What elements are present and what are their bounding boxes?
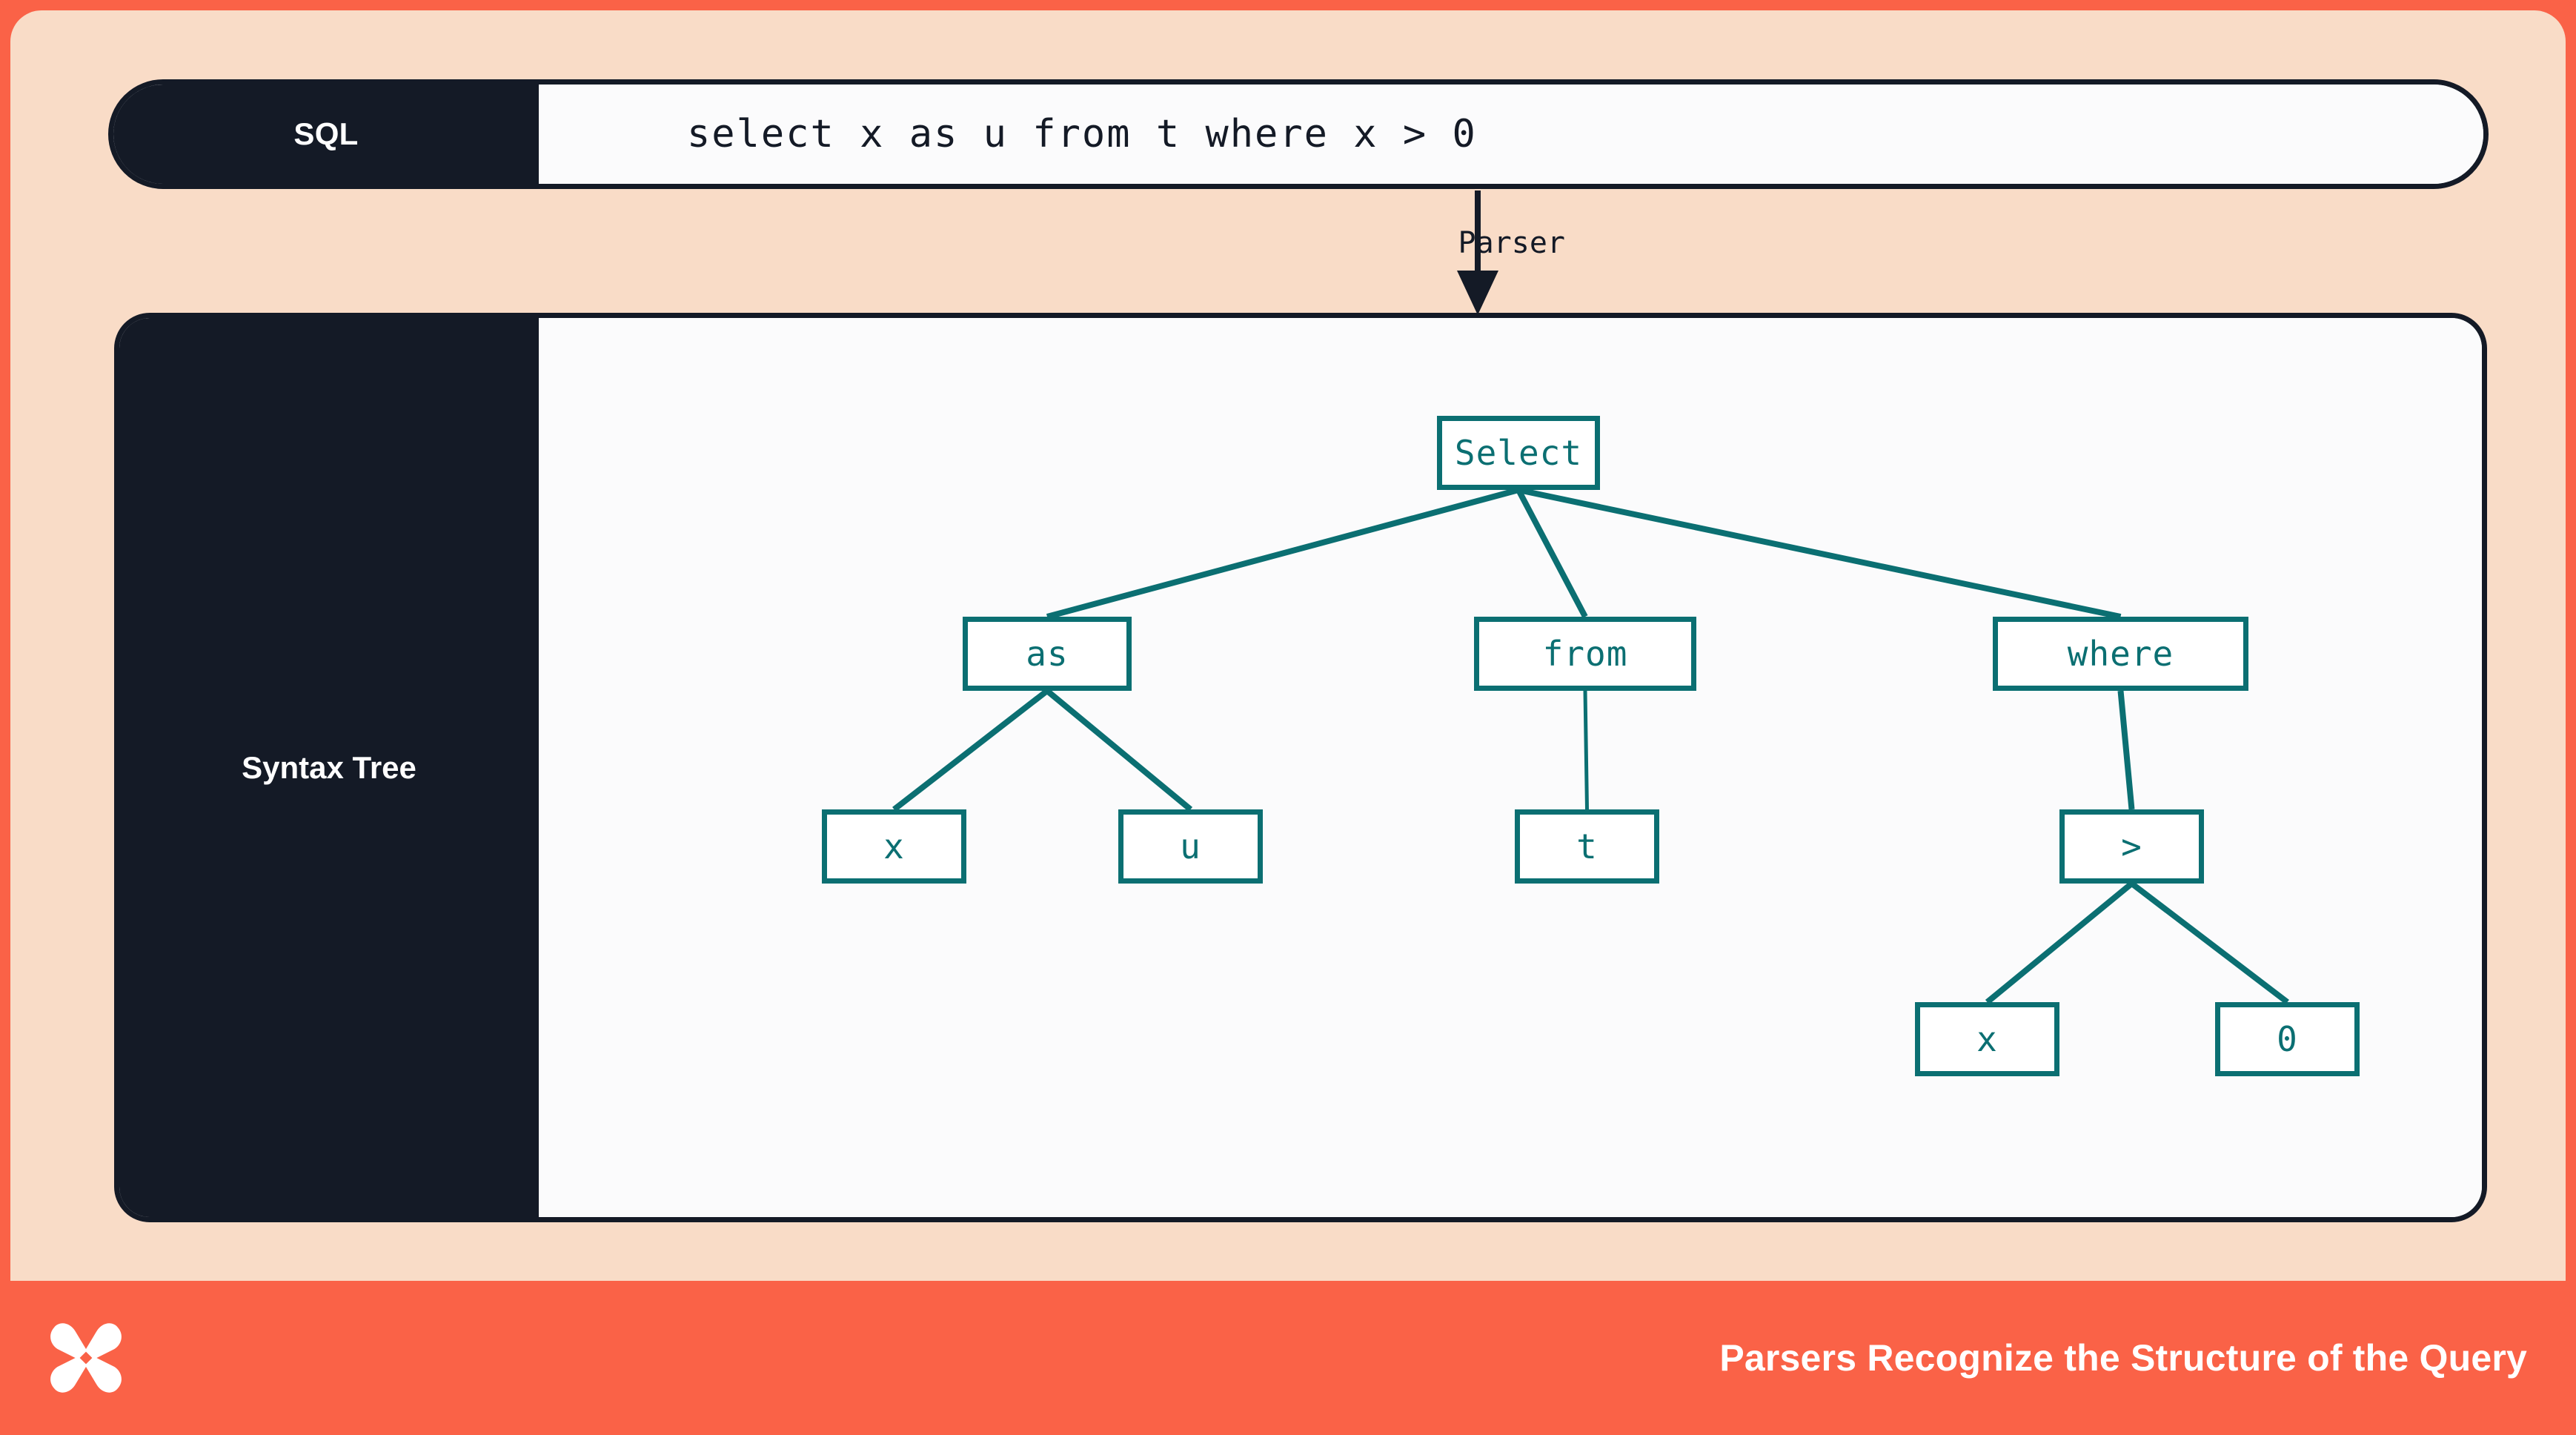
tree-node-t[interactable]: t <box>1515 809 1659 884</box>
sql-row-label: SQL <box>113 84 539 184</box>
tree-node-label: u <box>1180 826 1201 866</box>
syntax-tree-row-label: Syntax Tree <box>119 318 539 1217</box>
sql-query-text: select x as u from t where x > 0 <box>687 112 1477 156</box>
tree-edge-from-t <box>1583 690 1589 810</box>
butterfly-x-logo-icon <box>50 1323 122 1393</box>
tree-node-label: > <box>2121 826 2142 866</box>
tree-edge-as-x1 <box>892 688 1049 812</box>
tree-edge-gt-x2 <box>1985 881 2134 1005</box>
tree-node-gt[interactable]: > <box>2059 809 2204 884</box>
arrow-down-icon <box>1457 190 1498 315</box>
tree-node-u[interactable]: u <box>1118 809 1263 884</box>
syntax-tree-canvas: Select as from where x u t > x 0 <box>539 318 2482 1217</box>
tree-node-as[interactable]: as <box>963 617 1132 691</box>
sql-label-text: SQL <box>293 116 359 151</box>
tree-edge-as-u <box>1045 688 1193 812</box>
tree-node-label: where <box>2067 634 2174 674</box>
parser-transition: Parser <box>1292 190 1604 317</box>
tree-edge-select-as <box>1046 487 1520 620</box>
syntax-tree-panel: Syntax Tree Select as from where x u t > x 0 <box>114 313 2487 1222</box>
tree-node-label: as <box>1026 634 1069 674</box>
tree-edges-layer <box>892 487 2289 1005</box>
tree-edge-select-from <box>1516 488 1588 618</box>
tree-node-x1[interactable]: x <box>822 809 966 884</box>
tree-node-label: t <box>1576 826 1598 866</box>
sql-input-bar: SQL select x as u from t where x > 0 <box>108 79 2489 189</box>
footer-bar: Parsers Recognize the Structure of the Q… <box>0 1281 2576 1435</box>
tree-node-x2[interactable]: x <box>1915 1002 2059 1076</box>
tree-node-from[interactable]: from <box>1474 617 1696 691</box>
tree-node-label: x <box>1976 1019 1998 1059</box>
sql-query-field[interactable]: select x as u from t where x > 0 <box>539 84 2483 184</box>
footer-tagline: Parsers Recognize the Structure of the Q… <box>1719 1337 2527 1379</box>
tree-node-label: x <box>883 826 905 866</box>
content-panel: SQL select x as u from t where x > 0 Par… <box>10 10 2566 1281</box>
tree-node-label: from <box>1542 634 1628 674</box>
tree-edge-gt-zero <box>2130 881 2289 1005</box>
tree-edge-where-gt <box>2117 690 2135 810</box>
syntax-tree-label-text: Syntax Tree <box>242 749 416 785</box>
tree-node-where[interactable]: where <box>1993 617 2248 691</box>
tree-node-zero[interactable]: 0 <box>2215 1002 2360 1076</box>
tree-edge-select-where <box>1518 487 2122 620</box>
tree-node-label: 0 <box>2277 1019 2298 1059</box>
tree-node-label: Select <box>1454 433 1583 473</box>
tree-node-select[interactable]: Select <box>1437 416 1600 490</box>
